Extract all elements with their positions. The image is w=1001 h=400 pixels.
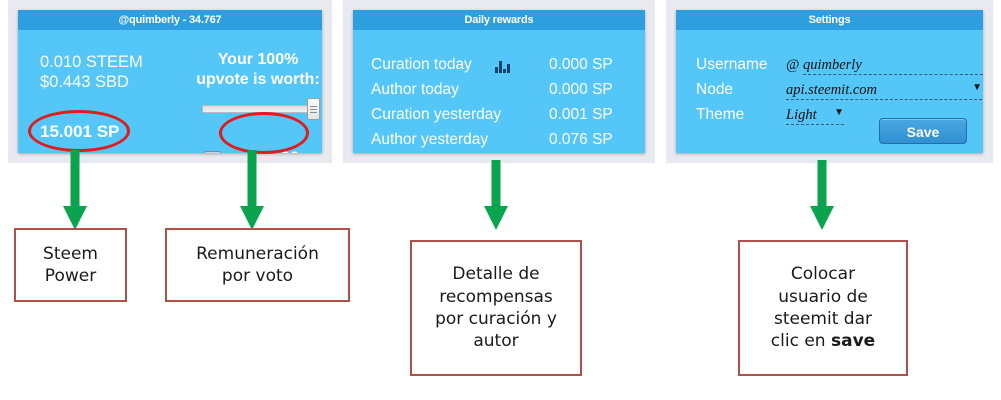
theme-value: Light bbox=[786, 107, 817, 123]
reward-row-author-today: Author today 0.000 SP bbox=[353, 81, 645, 103]
callout-line: autor bbox=[473, 331, 519, 352]
daily-rewards-panel: Daily rewards Curation today 0.000 SP Au… bbox=[353, 10, 645, 153]
account-panel-title: @quimberly - 34.767 bbox=[18, 10, 322, 30]
settings-panel-title: Settings bbox=[676, 10, 983, 30]
theme-select[interactable]: Light ▼ bbox=[786, 107, 844, 125]
callout-line: Remuneración bbox=[196, 243, 319, 264]
callout-line: Steem bbox=[43, 243, 98, 264]
slider-handle[interactable] bbox=[307, 98, 320, 120]
reward-value: 0.076 SP bbox=[549, 131, 613, 148]
callout-line-save: clic en save bbox=[771, 330, 875, 352]
callout-line: Colocar bbox=[790, 264, 856, 285]
username-field[interactable]: @ quimberly bbox=[786, 57, 983, 75]
callout-line-pre: clic en bbox=[770, 331, 831, 352]
reward-value: 0.000 SP bbox=[549, 56, 613, 73]
bar-chart-icon[interactable] bbox=[495, 61, 510, 73]
settings-panel: Settings Username @ quimberly Node api.s… bbox=[676, 10, 983, 153]
save-button[interactable]: Save bbox=[879, 118, 967, 144]
node-select[interactable]: api.steemit.com ▼ bbox=[786, 82, 982, 100]
settings-panel-window: Settings Username @ quimberly Node api.s… bbox=[666, 0, 993, 163]
daily-rewards-panel-body: Curation today 0.000 SP Author today 0.0… bbox=[353, 30, 645, 153]
callout-line: usuario de bbox=[778, 286, 868, 307]
arrow-colocar-usuario bbox=[810, 160, 834, 230]
reward-label: Curation today bbox=[371, 56, 472, 73]
arrow-detalle-recompensas bbox=[484, 160, 508, 230]
callout-line: por curación y bbox=[435, 309, 557, 329]
upvote-weight-slider[interactable] bbox=[202, 98, 320, 120]
chevron-down-icon[interactable]: ▼ bbox=[972, 82, 982, 93]
reward-value: 0.000 SP bbox=[549, 81, 613, 98]
reward-label: Author today bbox=[371, 81, 459, 98]
account-panel-body: 0.010 STEEM $0.443 SBD 15.001 SP Your 10… bbox=[18, 30, 322, 153]
callout-line: Detalle de bbox=[452, 264, 540, 285]
reward-label: Curation yesterday bbox=[371, 106, 502, 123]
settings-panel-body: Username @ quimberly Node api.steemit.co… bbox=[676, 30, 983, 153]
theme-label: Theme bbox=[696, 106, 745, 123]
callout-line-bold: save bbox=[830, 331, 876, 352]
reward-row-curation-yesterday: Curation yesterday 0.001 SP bbox=[353, 106, 645, 128]
chevron-down-icon[interactable]: ▼ bbox=[834, 107, 844, 118]
username-prefix: @ bbox=[786, 57, 800, 73]
steem-balance: 0.010 STEEM bbox=[40, 53, 143, 71]
account-balances: 0.010 STEEM $0.443 SBD bbox=[40, 52, 143, 92]
callout-line: por voto bbox=[221, 266, 294, 286]
username-label: Username bbox=[696, 56, 768, 73]
daily-rewards-panel-title: Daily rewards bbox=[353, 10, 645, 30]
node-label: Node bbox=[696, 81, 734, 98]
username-input[interactable]: quimberly bbox=[802, 57, 983, 75]
callout-detalle-recompensas: Detalle de recompensas por curación y au… bbox=[410, 240, 582, 376]
slider-track[interactable] bbox=[202, 105, 314, 113]
sbd-balance: $0.443 SBD bbox=[40, 73, 129, 91]
upvote-worth-title: Your 100% upvote is worth: bbox=[193, 50, 322, 90]
node-value: api.steemit.com bbox=[786, 82, 878, 98]
upvote-worth-value: $0.00 bbox=[233, 148, 322, 153]
calculator-icon[interactable] bbox=[204, 151, 221, 153]
upvote-worth-title-line2: upvote is worth: bbox=[196, 71, 320, 88]
callout-line: recompensas bbox=[439, 286, 553, 307]
reward-row-author-yesterday: Author yesterday 0.076 SP bbox=[353, 131, 645, 153]
account-panel: @quimberly - 34.767 0.010 STEEM $0.443 S… bbox=[18, 10, 322, 153]
callout-steem-power: Steem Power bbox=[14, 228, 127, 302]
arrow-steem-power bbox=[63, 150, 87, 230]
callout-line: Power bbox=[44, 266, 97, 286]
callout-remuneracion-por-voto: Remuneración por voto bbox=[165, 228, 350, 302]
reward-row-curation-today: Curation today 0.000 SP bbox=[353, 56, 645, 78]
callout-colocar-usuario: Colocar usuario de steemit dar clic en s… bbox=[738, 240, 908, 376]
reward-value: 0.001 SP bbox=[549, 106, 613, 123]
arrow-remuneracion bbox=[240, 150, 264, 230]
account-panel-window: @quimberly - 34.767 0.010 STEEM $0.443 S… bbox=[8, 0, 332, 163]
daily-rewards-panel-window: Daily rewards Curation today 0.000 SP Au… bbox=[343, 0, 655, 163]
reward-label: Author yesterday bbox=[371, 131, 489, 148]
upvote-worth-title-line1: Your 100% bbox=[217, 51, 299, 68]
callout-line: steemit dar bbox=[773, 309, 872, 329]
steem-power-value: 15.001 SP bbox=[40, 122, 120, 141]
